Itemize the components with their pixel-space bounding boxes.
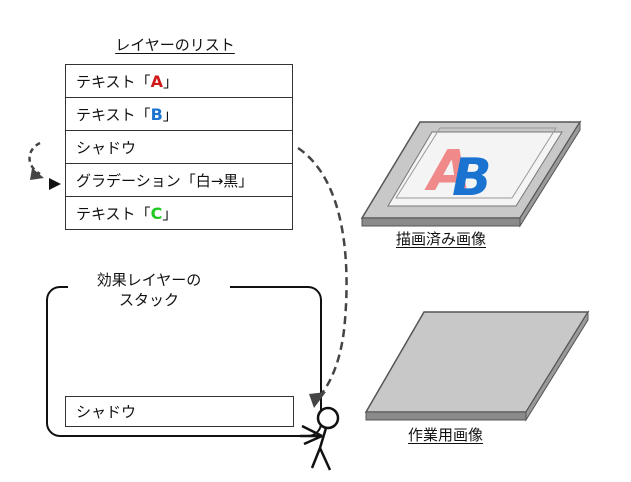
layer-row-text-a: テキスト「A」 xyxy=(65,64,293,98)
layer-row-label: テキスト「 xyxy=(76,105,151,124)
layer-row-label-suffix: 」 xyxy=(162,105,178,124)
work-image-plate xyxy=(364,310,590,422)
layer-row-label: グラデーション「白→黒」 xyxy=(76,171,254,190)
letter-c-label: C xyxy=(150,203,163,223)
effect-stack-title: 効果レイヤーの スタック xyxy=(68,270,230,310)
layer-row-label-suffix: 」 xyxy=(162,72,178,91)
worker-figure xyxy=(300,406,340,471)
layer-row-text-b: テキスト「B」 xyxy=(65,98,293,131)
layer-list: テキスト「A」 テキスト「B」 シャドウ グラデーション「白→黒」 テキスト「C… xyxy=(65,64,293,230)
effect-stack-item-shadow: シャドウ xyxy=(65,396,294,427)
loop-arrow xyxy=(28,141,41,176)
drawn-letter-b: B xyxy=(452,148,492,208)
layer-row-text-c: テキスト「C」 xyxy=(65,197,293,230)
drawn-image-caption: 描画済み画像 xyxy=(396,230,487,248)
layer-row-label: テキスト「 xyxy=(76,72,151,91)
letter-a-label: A xyxy=(150,71,163,91)
push-arrow-head xyxy=(309,392,326,408)
loop-arrow-head xyxy=(30,168,44,180)
layer-row-label: シャドウ xyxy=(76,138,137,157)
letter-b-label: B xyxy=(150,104,163,124)
current-layer-pointer xyxy=(49,178,61,190)
layer-row-label: テキスト「 xyxy=(76,204,151,223)
layer-list-title: レイヤーのリスト xyxy=(115,36,235,54)
work-image-caption: 作業用画像 xyxy=(408,426,484,444)
layer-row-label-suffix: 」 xyxy=(162,204,178,223)
layer-row-gradient: グラデーション「白→黒」 xyxy=(65,164,293,197)
push-arrow xyxy=(297,146,348,399)
layer-row-shadow: シャドウ xyxy=(65,131,293,164)
drawn-image-plate xyxy=(360,120,582,228)
drawn-letter-a: A xyxy=(424,139,471,204)
